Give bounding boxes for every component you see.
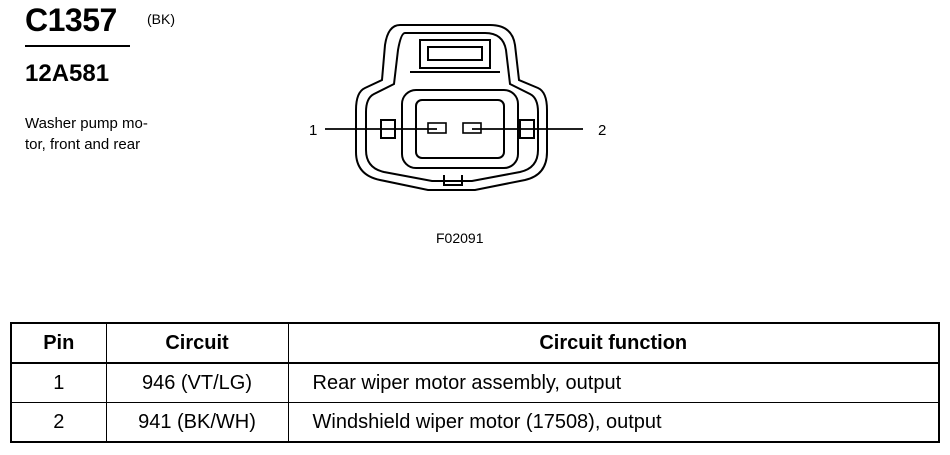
pin-label-1: 1 bbox=[309, 122, 318, 139]
header-circuit: Circuit bbox=[105, 322, 289, 364]
latch-inner bbox=[427, 46, 483, 61]
housing-outer bbox=[355, 24, 548, 191]
table-header-row: Pin Circuit Circuit function bbox=[10, 322, 940, 364]
connector-color: (BK) bbox=[147, 11, 175, 27]
lock-tab-right bbox=[519, 119, 535, 139]
terminal-1 bbox=[427, 122, 447, 134]
header-function: Circuit function bbox=[287, 322, 940, 364]
connector-face-drawing bbox=[325, 24, 583, 191]
polarizing-key bbox=[443, 175, 463, 186]
cell-function: Windshield wiper motor (17508), output bbox=[287, 402, 940, 443]
connector-description: Washer pump mo- tor, front and rear bbox=[25, 115, 148, 153]
lock-tab-left bbox=[380, 119, 396, 139]
table-row: 2 941 (BK/WH) Windshield wiper motor (17… bbox=[10, 402, 940, 443]
latch-outer bbox=[419, 39, 491, 69]
cell-circuit: 946 (VT/LG) bbox=[105, 362, 289, 403]
cell-pin: 2 bbox=[10, 402, 107, 443]
table-row: 1 946 (VT/LG) Rear wiper motor assembly,… bbox=[10, 362, 940, 403]
figure-code: F02091 bbox=[436, 230, 484, 246]
header-pin: Pin bbox=[10, 322, 107, 364]
pin-label-2: 2 bbox=[598, 122, 607, 139]
pin-table: Pin Circuit Circuit function 1 946 (VT/L… bbox=[10, 322, 940, 443]
title-rule bbox=[25, 45, 130, 47]
cell-circuit: 941 (BK/WH) bbox=[105, 402, 289, 443]
part-number: 12A581 bbox=[25, 60, 110, 87]
connector-id: C1357 bbox=[25, 2, 117, 38]
cell-function: Rear wiper motor assembly, output bbox=[287, 362, 940, 403]
terminal-2 bbox=[462, 122, 482, 134]
housing-inner bbox=[365, 32, 539, 182]
cell-pin: 1 bbox=[10, 362, 107, 403]
